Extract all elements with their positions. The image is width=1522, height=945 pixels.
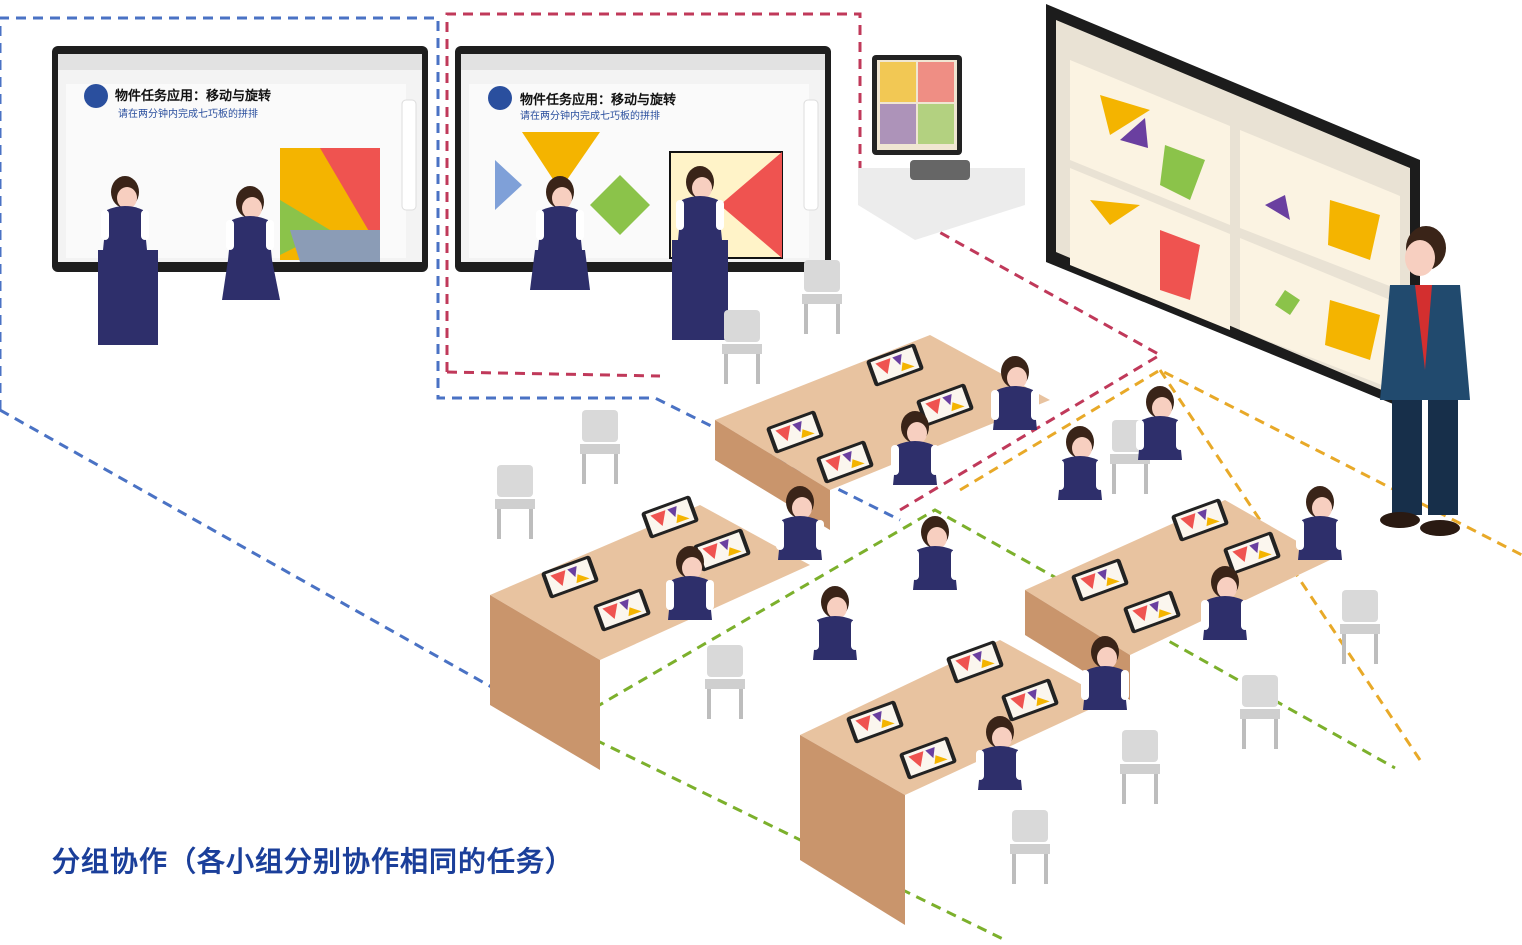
group-outline-orange (959, 368, 1522, 761)
teacher (1380, 226, 1470, 536)
caption-text: 分组协作（各小组分别协作相同的任务） (52, 845, 575, 878)
desk-group-right (1025, 497, 1330, 700)
wall-display (1046, 4, 1420, 415)
desk-group-front (800, 639, 1110, 925)
teacher-monitor-station (858, 55, 1025, 240)
center-smart-board: 物件任务应用：移动与旋转 请在两分钟内完成七巧板的拼排 (455, 46, 831, 272)
standing-students-center (530, 166, 728, 340)
left-board-title: 物件任务应用：移动与旋转 (115, 88, 271, 104)
desk-group-back (715, 335, 1050, 530)
center-board-subtitle: 请在两分钟内完成七巧板的拼排 (520, 109, 660, 122)
desk-group-left (490, 494, 810, 770)
group-outline-red (445, 12, 1164, 512)
group-outline-blue (0, 16, 901, 722)
center-board-title: 物件任务应用：移动与旋转 (520, 92, 676, 108)
left-board-subtitle: 请在两分钟内完成七巧板的拼排 (118, 107, 258, 120)
standing-students-left (98, 176, 280, 345)
group-outline-green (564, 508, 1396, 942)
